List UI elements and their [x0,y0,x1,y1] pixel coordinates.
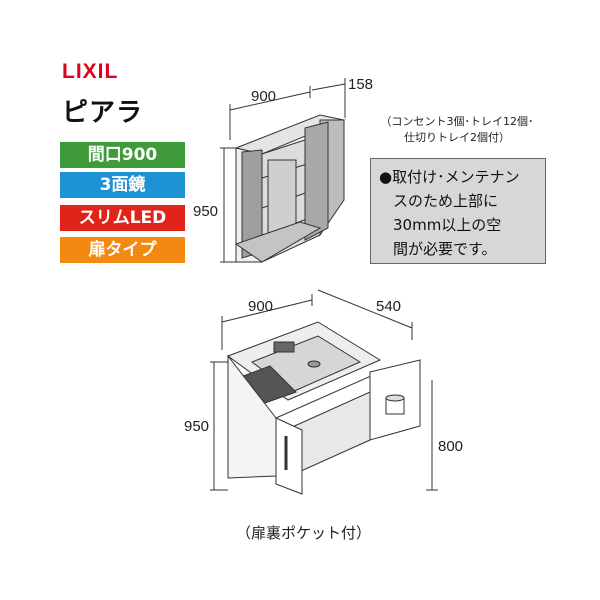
mirror-width-label: 900 [251,88,277,105]
mirror-cabinet-drawing [220,78,346,263]
vanity-width-label: 900 [248,298,274,315]
brand-logo: LIXIL [62,60,119,83]
mirror-depth-label: 158 [348,76,374,93]
accessories-line-2: 仕切りトレイ2個付） [404,131,510,144]
accessories-line-1: （コンセント3個･トレイ12個･ [380,115,534,128]
note-line-1: ●取付け･メンテナン [379,168,520,186]
badge-width: 間口900 [60,142,185,168]
accessories-note: （コンセント3個･トレイ12個･ 仕切りトレイ2個付） [352,114,562,146]
badge-led: スリムLED [60,205,185,231]
mirror-height-label: 950 [193,203,219,220]
note-line-2: スのため上部に [393,192,499,210]
note-line-4: 間が必要です。 [393,240,497,258]
vanity-height-label: 950 [184,418,210,435]
installation-note: ●取付け･メンテナン スのため上部に 30mm以上の空 間が必要です。 [370,158,546,264]
vanity-depth-label: 540 [376,298,402,315]
product-name: ピアラ [62,98,144,128]
vanity-caption: （扉裏ポケット付） [236,524,372,542]
badge-door-type: 扉タイプ [60,237,185,263]
note-line-3: 30mm以上の空 [393,216,502,234]
badge-mirror: 3面鏡 [60,172,185,198]
counter-height-label: 800 [438,438,464,455]
vanity-drawing [210,289,438,495]
